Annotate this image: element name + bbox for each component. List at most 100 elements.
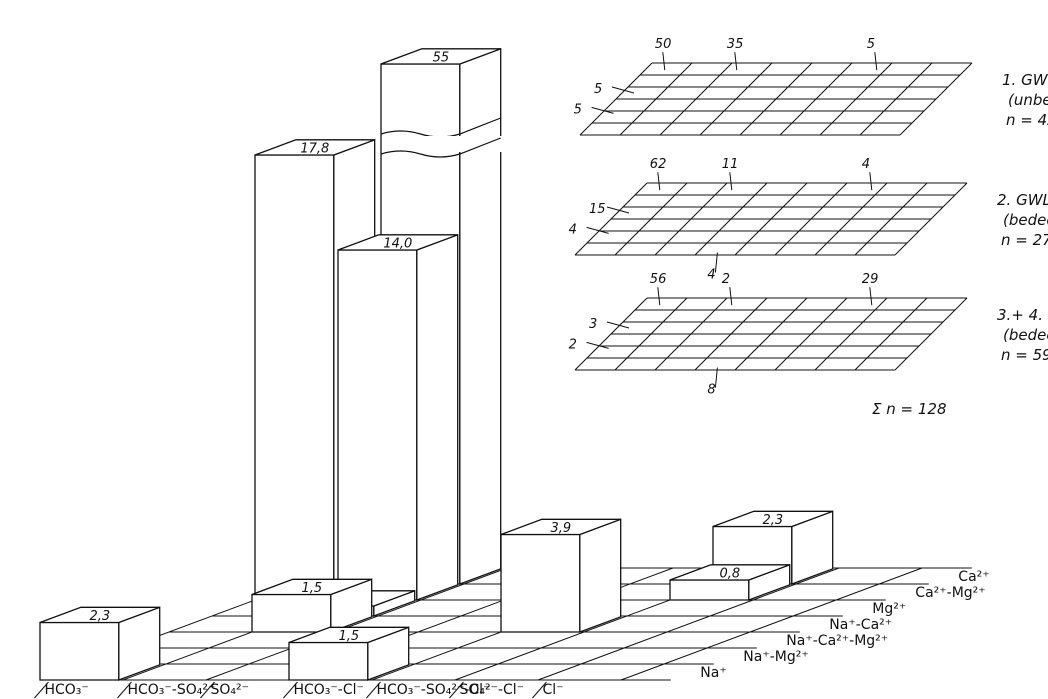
cell-leader xyxy=(591,106,614,114)
bar: 1,5 xyxy=(288,626,410,681)
layer-col-line xyxy=(734,182,808,256)
bar-value-label: 55 xyxy=(433,50,450,65)
anion-label: Cl⁻ xyxy=(542,682,563,698)
cell-value-label: 35 xyxy=(727,37,744,52)
layer-col-line xyxy=(614,182,688,256)
cation-label: Na⁺-Mg²⁺ xyxy=(743,649,808,665)
bar-top-face xyxy=(288,626,409,644)
cell-leader xyxy=(714,367,718,388)
cation-label: Ca²⁺-Mg²⁺ xyxy=(915,585,985,601)
layer-col-line xyxy=(814,297,888,371)
layer-n: n = 42 xyxy=(1006,111,1048,129)
bar-value-label: 1,5 xyxy=(339,629,360,644)
layer-col-line xyxy=(894,297,968,371)
cell-leader xyxy=(657,172,661,191)
anion-label: HCO₃⁻-Cl⁻ xyxy=(293,682,363,698)
bar-front-face xyxy=(500,533,581,633)
bar-side-face xyxy=(416,233,459,601)
layer-col-line xyxy=(659,62,733,136)
bar-value-label: 14,0 xyxy=(383,236,412,251)
cell-leader xyxy=(586,226,609,234)
cell-value-label: 4 xyxy=(569,222,577,237)
cell-value-label: 11 xyxy=(722,157,739,172)
cell-leader xyxy=(611,86,635,94)
layer-col-line xyxy=(859,62,933,136)
cell-value-label: 5 xyxy=(867,37,875,52)
cell-value-label: 2 xyxy=(569,337,577,352)
layer-n: n = 27 xyxy=(1001,231,1048,249)
layer-col-line xyxy=(614,297,688,371)
anion-tick xyxy=(449,681,464,699)
layer-col-line xyxy=(694,182,768,256)
layer-col-line xyxy=(854,297,928,371)
cell-value-label: 4 xyxy=(707,268,715,283)
cell-leader xyxy=(874,52,878,71)
cell-leader xyxy=(606,321,630,329)
bar-side-face xyxy=(579,518,622,633)
bar-side-face xyxy=(459,47,502,585)
bar-value-label: 17,8 xyxy=(300,141,329,156)
layer-col-line xyxy=(574,182,648,256)
cell-value-label: 8 xyxy=(707,383,715,398)
cell-value-label: 15 xyxy=(589,202,606,217)
cell-leader xyxy=(586,341,609,349)
cell-value-label: 56 xyxy=(650,272,667,287)
cell-leader xyxy=(714,252,718,273)
bar-top-face xyxy=(712,510,833,528)
cell-value-label: 62 xyxy=(650,157,667,172)
bar-value-label: 0,8 xyxy=(720,566,741,581)
layer-col-line xyxy=(654,182,728,256)
layer-col-line xyxy=(699,62,773,136)
cell-value-label: 5 xyxy=(574,102,582,117)
bar: 1,5 xyxy=(251,578,373,633)
bar: 0,8 xyxy=(669,563,791,601)
cell-leader xyxy=(662,52,666,71)
bar-value-label: 2,3 xyxy=(90,609,111,624)
bar-value-label: 1,5 xyxy=(302,581,323,596)
layer-col-line xyxy=(734,297,808,371)
bar-front-face xyxy=(39,621,120,681)
layer-col-line xyxy=(894,182,968,256)
cell-leader xyxy=(729,172,733,191)
bar-top-face xyxy=(254,139,375,156)
layer-name: 3.+ 4. GWL xyxy=(997,306,1048,324)
anion-tick xyxy=(366,681,381,699)
layer-col-line xyxy=(654,297,728,371)
layer-col-line xyxy=(814,182,888,256)
layer-col-line xyxy=(899,62,973,136)
bar-value-label: 2,3 xyxy=(763,513,784,528)
layer-col-line xyxy=(739,62,813,136)
anion-tick xyxy=(532,681,547,699)
cation-label: Ca²⁺ xyxy=(958,569,989,585)
layer-col-line xyxy=(619,62,693,136)
bar-top-face xyxy=(669,564,790,581)
grid-line-anion xyxy=(205,567,508,681)
bar: 3,9 xyxy=(500,518,622,633)
break-gap xyxy=(382,136,502,152)
anion-label: SO₄²⁻-Cl⁻ xyxy=(459,682,524,698)
cell-leader xyxy=(869,172,873,191)
grid-line-anion xyxy=(537,567,840,681)
cell-value-label: 3 xyxy=(589,317,597,332)
cation-label: Mg²⁺ xyxy=(872,601,906,617)
bar-top-face xyxy=(39,606,160,624)
anion-axis: HCO₃⁻HCO₃⁻-SO₄²⁻SO₄²⁻HCO₃⁻-Cl⁻HCO₃⁻-SO₄²… xyxy=(34,681,564,699)
cation-axis: Ca²⁺Ca²⁺-Mg²⁺Mg²⁺Na⁺-Ca²⁺Na⁺-Ca²⁺-Mg²⁺Na… xyxy=(700,569,989,681)
layer-col-line xyxy=(774,182,848,256)
layer-col-line xyxy=(854,182,928,256)
cell-leader xyxy=(869,287,873,306)
cell-leader xyxy=(729,287,733,306)
layer-name: 1. GWL xyxy=(1002,71,1048,89)
anion-tick xyxy=(34,681,49,699)
layer-col-line xyxy=(819,62,893,136)
cell-value-label: 5 xyxy=(594,82,602,97)
cell-leader xyxy=(657,287,661,306)
bar-front-face xyxy=(251,593,332,633)
layer-col-line xyxy=(574,297,648,371)
bar-value-label: 3,9 xyxy=(551,521,572,536)
layer-cover: (bedeckt) xyxy=(1003,326,1048,344)
layer-col-line xyxy=(779,62,853,136)
